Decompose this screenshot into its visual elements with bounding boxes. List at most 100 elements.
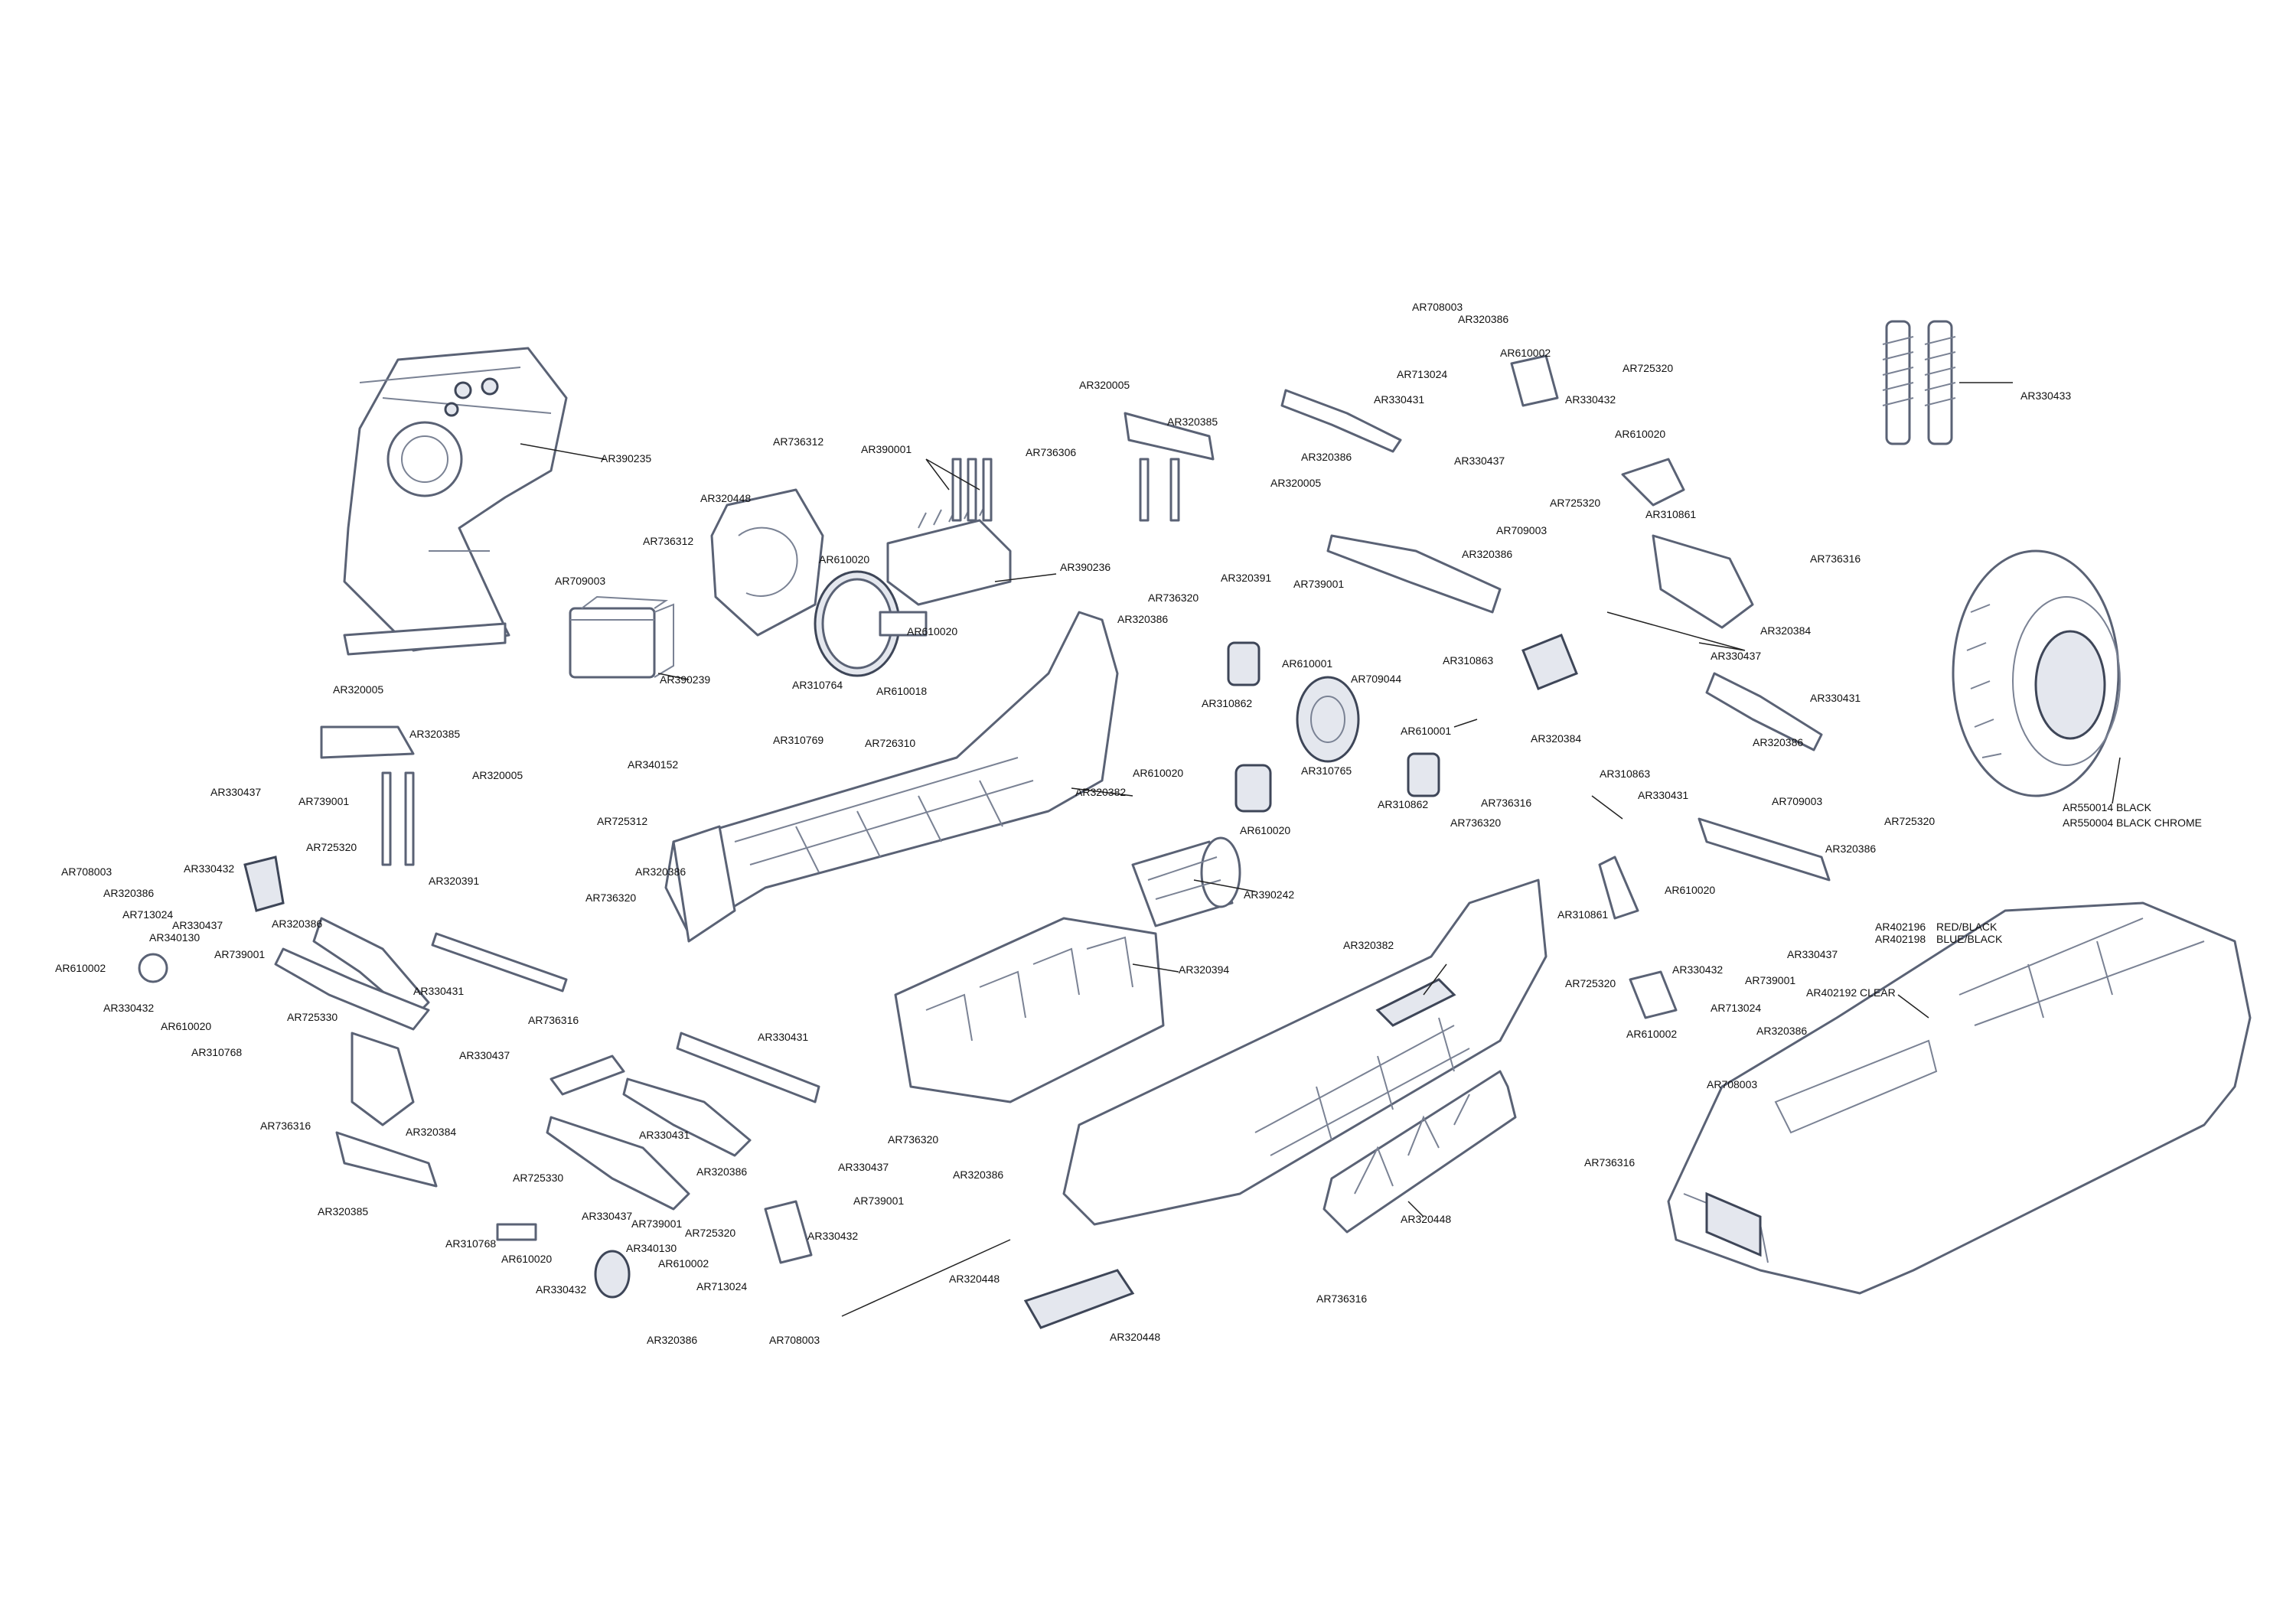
part-label: AR709003: [555, 575, 605, 587]
part-label: AR330431: [758, 1031, 808, 1043]
part-label: AR320448: [1110, 1331, 1160, 1343]
part-label: AR310769: [773, 734, 823, 746]
part-label: AR390242: [1244, 888, 1294, 901]
part-label: AR709044: [1351, 673, 1401, 685]
part-label: AR320385: [318, 1205, 368, 1217]
arrma-plate-part: [1322, 1070, 1517, 1234]
part-label: AR610020: [1133, 767, 1183, 779]
part-label: AR610001: [1401, 725, 1451, 737]
part-label: AR708003: [61, 865, 112, 878]
part-label: AR610020: [1240, 824, 1290, 836]
part-label: BLACK CHROME: [2116, 817, 2202, 829]
part-label: AR736316: [1584, 1156, 1635, 1169]
part-label: AR320382: [1343, 939, 1394, 951]
part-label: AR709003: [1772, 795, 1822, 807]
part-label: AR739001: [631, 1217, 682, 1230]
part-label: AR402192 CLEAR: [1806, 986, 1896, 999]
part-label: AR610020: [1615, 428, 1665, 440]
part-label: AR320382: [1075, 786, 1126, 798]
part-label: AR330437: [459, 1049, 510, 1061]
part-label: AR330431: [1638, 789, 1688, 801]
part-label: AR726310: [865, 737, 915, 749]
part-label: AR402198: [1875, 933, 1926, 945]
part-label: AR330432: [103, 1002, 154, 1014]
part-label: AR736316: [1810, 553, 1861, 565]
part-label: AR340152: [628, 758, 678, 771]
part-label: RED/BLACK: [1936, 921, 1998, 933]
part-label: AR725320: [1884, 815, 1935, 827]
part-label: AR725320: [306, 841, 357, 853]
part-label: AR713024: [1711, 1002, 1761, 1014]
part-label: AR725320: [1550, 497, 1600, 509]
part-label: AR736320: [888, 1133, 938, 1146]
part-label: AR610001: [1282, 657, 1332, 670]
part-label: AR320386: [1756, 1025, 1807, 1037]
part-label: AR310765: [1301, 764, 1352, 777]
part-label: AR736320: [585, 892, 636, 904]
part-label: AR725330: [287, 1011, 338, 1023]
part-label: AR320391: [429, 875, 479, 887]
part-label: AR610020: [907, 625, 957, 637]
part-label: AR320386: [1825, 843, 1876, 855]
part-label: AR320384: [1531, 732, 1581, 745]
part-label: AR610002: [1626, 1028, 1677, 1040]
part-label: AR320386: [272, 918, 322, 930]
part-label: AR310863: [1600, 768, 1650, 780]
part-label: AR310863: [1443, 654, 1493, 667]
part-label: AR708003: [769, 1334, 820, 1346]
part-label: AR610002: [658, 1257, 709, 1270]
part-label: AR610002: [55, 962, 106, 974]
part-label: AR739001: [214, 948, 265, 960]
part-label: AR736306: [1026, 446, 1076, 458]
part-label: AR736312: [643, 535, 693, 547]
part-label: AR402196: [1875, 921, 1926, 933]
part-label: AR708003: [1707, 1078, 1757, 1090]
tire-part: [1952, 549, 2121, 797]
part-label: AR330431: [1810, 692, 1861, 704]
part-label: AR330431: [1374, 393, 1424, 406]
part-label: AR320385: [409, 728, 460, 740]
esc-part: [886, 458, 1012, 606]
part-label: AR320386: [1301, 451, 1352, 463]
part-label: AR725312: [597, 815, 647, 827]
part-label: AR713024: [1397, 368, 1447, 380]
part-label: AR330437: [1711, 650, 1761, 662]
part-label: AR739001: [853, 1195, 904, 1207]
part-label: AR739001: [1745, 974, 1795, 986]
part-label: AR713024: [122, 908, 173, 921]
leader-lines: [520, 382, 2121, 1217]
gear-cover-part: [710, 488, 824, 637]
part-label: AR330437: [1787, 948, 1838, 960]
part-label: AR320385: [1167, 416, 1218, 428]
part-label: AR739001: [1293, 578, 1344, 590]
part-label: AR330431: [413, 985, 464, 997]
part-labels: AR708003 AR320386 AR713024 AR610002 AR33…: [55, 301, 2202, 1346]
part-label: AR310861: [1645, 508, 1696, 520]
battery-tray-part: [894, 917, 1165, 1103]
part-label: AR320448: [1401, 1213, 1451, 1225]
part-label: AR320384: [1760, 624, 1811, 637]
part-label: AR610020: [501, 1253, 552, 1265]
part-label: BLUE/BLACK: [1936, 933, 2003, 945]
part-label: AR330437: [210, 786, 261, 798]
part-label: AR736312: [773, 435, 823, 448]
part-label: AR725320: [685, 1227, 735, 1239]
part-label: AR320386: [953, 1169, 1003, 1181]
part-label: AR610002: [1500, 347, 1551, 359]
part-label: AR330432: [184, 862, 234, 875]
part-label: AR330432: [807, 1230, 858, 1242]
part-label: AR390236: [1060, 561, 1110, 573]
part-label: AR320386: [1117, 613, 1168, 625]
part-label: AR310764: [792, 679, 843, 691]
servo-part: [569, 595, 674, 679]
part-label: AR320386: [696, 1165, 747, 1178]
part-label: AR340130: [626, 1242, 677, 1254]
body-shell-part: [1667, 901, 2252, 1295]
part-label: AR330437: [582, 1210, 632, 1222]
part-label: AR725320: [1623, 362, 1673, 374]
part-label: AR736320: [1450, 817, 1501, 829]
part-label: AR725320: [1565, 977, 1616, 989]
center-diff-part: [1227, 641, 1440, 813]
part-label: AR736316: [260, 1120, 311, 1132]
